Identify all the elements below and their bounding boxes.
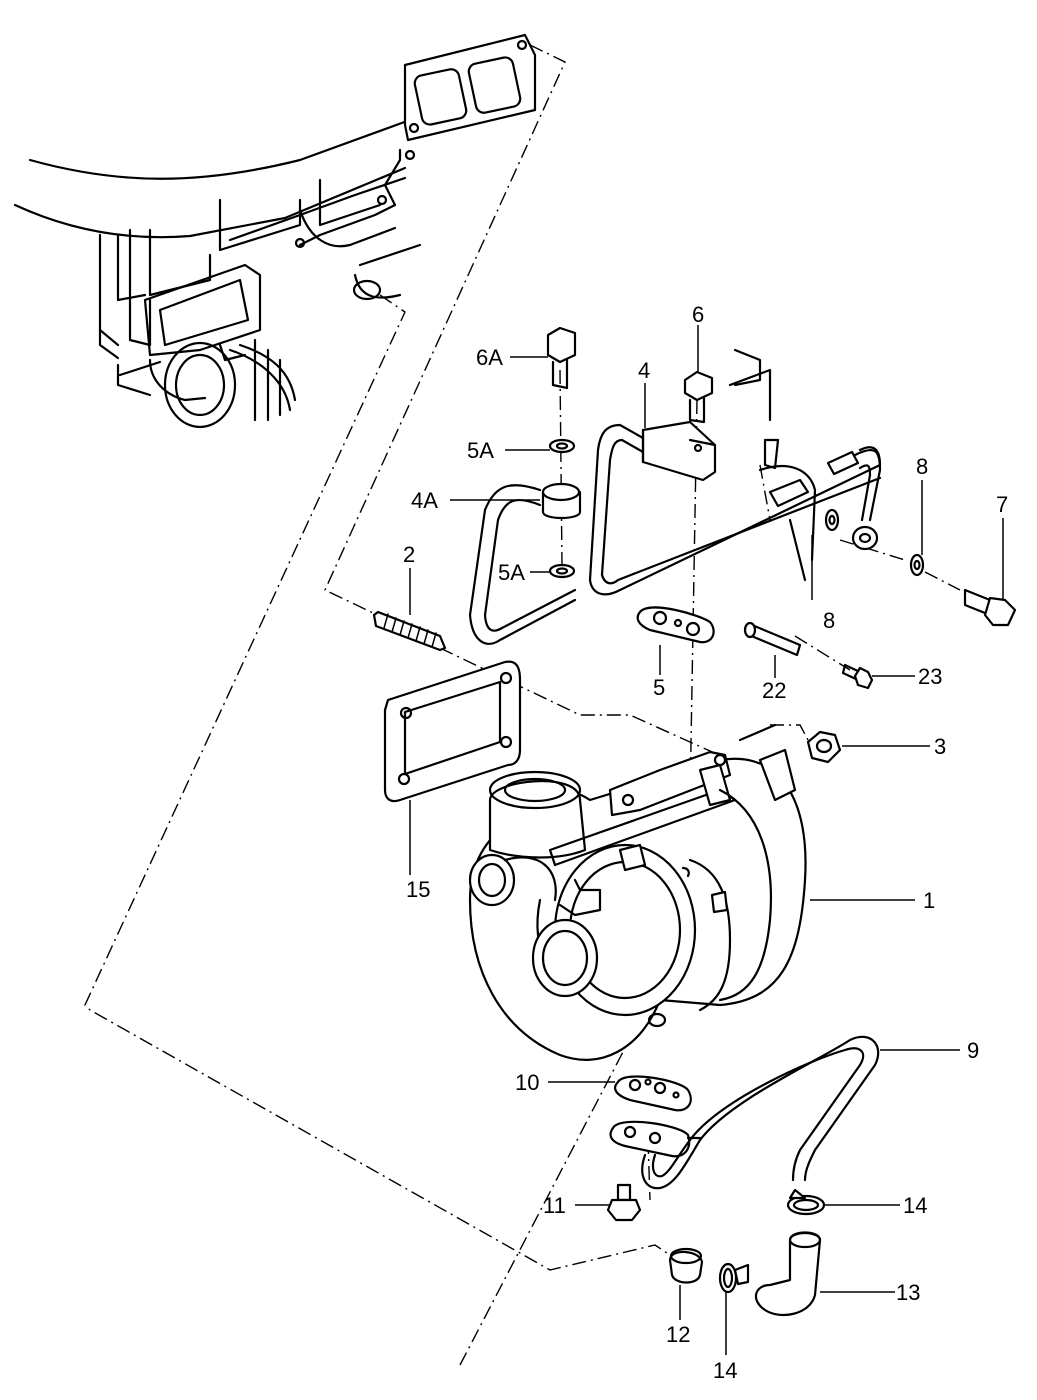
part-5A-washer-top	[548, 438, 576, 454]
callout-12: 12	[666, 1322, 690, 1347]
part-3-nut	[806, 730, 842, 764]
part-22-sleeve	[743, 621, 802, 657]
callout-2: 2	[403, 542, 415, 567]
part-5-oil-gasket	[636, 606, 715, 644]
manifold-flange	[294, 33, 537, 249]
callout-23: 23	[918, 664, 942, 689]
callout-7: 7	[996, 492, 1008, 517]
part-15-flange-gasket	[383, 660, 522, 803]
part-6-bolt	[683, 370, 714, 424]
callout-4: 4	[638, 358, 650, 383]
callout-22: 22	[762, 678, 786, 703]
part-12-plug	[668, 1247, 704, 1284]
engine-block-outline	[13, 118, 422, 429]
callout-5A-bottom: 5A	[498, 560, 525, 585]
callout-11: 11	[543, 1193, 566, 1218]
part-5A-washer-bottom	[548, 563, 576, 579]
part-14-hose-clamp-lower	[718, 1262, 750, 1294]
callout-labels: 1 2 3 4 4A 5 5A 5A 6 6A 7 8 8 9 10 11 12…	[403, 302, 1008, 1383]
part-14-hose-clamp-upper	[786, 1188, 826, 1216]
callout-14-right: 14	[903, 1193, 927, 1218]
callout-leader-lines	[409, 325, 1004, 1355]
callout-1: 1	[923, 888, 935, 913]
callout-10: 10	[515, 1070, 539, 1095]
callout-6: 6	[692, 302, 704, 327]
callout-8-bottom: 8	[823, 608, 835, 633]
callout-6A: 6A	[476, 345, 503, 370]
part-11-bolt	[606, 1183, 642, 1222]
callout-5A-top: 5A	[467, 438, 494, 463]
part-6A-banjo-bolt	[546, 326, 577, 390]
part-4-oil-feed-pipe	[588, 348, 882, 596]
callout-3: 3	[934, 734, 946, 759]
callout-13: 13	[896, 1280, 920, 1305]
callout-8-top: 8	[916, 454, 928, 479]
part-9-oil-return-pipe	[609, 1035, 880, 1190]
part-8-washer-b	[909, 553, 925, 577]
part-1-turbocharger	[468, 723, 807, 1061]
assembly-boundary-lines	[84, 44, 961, 1366]
callout-5: 5	[653, 675, 665, 700]
callout-4A: 4A	[411, 488, 438, 513]
part-10-oil-return-gasket	[614, 1075, 692, 1112]
part-8-washer-a	[824, 508, 840, 532]
callout-14-bottom: 14	[713, 1358, 737, 1383]
callout-9: 9	[967, 1038, 979, 1063]
part-4A-oil-pipe	[468, 482, 582, 645]
part-7-banjo-bolt	[963, 588, 1017, 627]
part-23-bolt	[841, 663, 874, 690]
part-2-stud	[372, 610, 447, 652]
callout-15: 15	[406, 877, 430, 902]
part-13-rubber-hose	[754, 1231, 822, 1317]
